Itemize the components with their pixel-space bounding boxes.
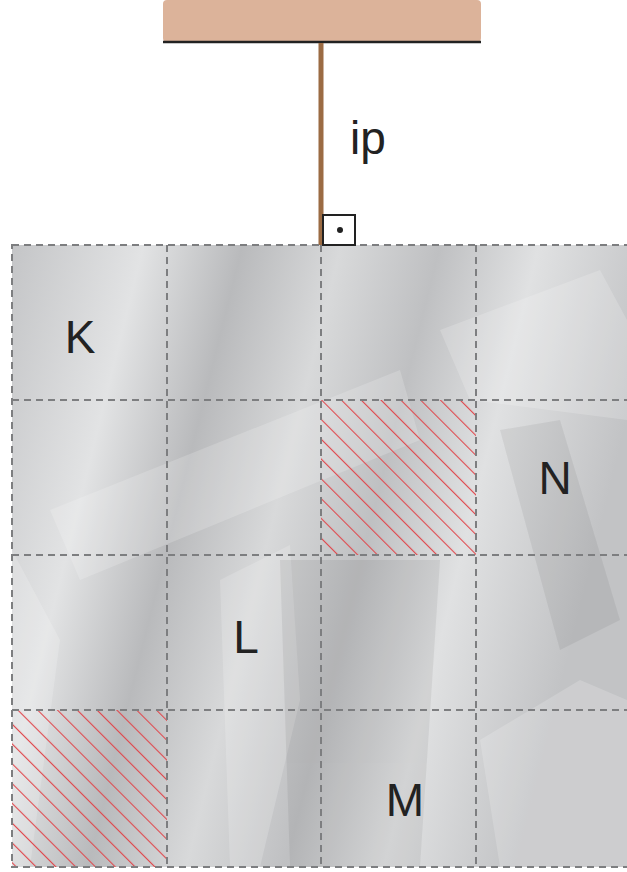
right-angle-dot [337, 227, 343, 233]
point-label: K [65, 314, 96, 360]
plate-shading [12, 270, 627, 867]
ceiling-edge [163, 41, 481, 44]
grid-lines [12, 245, 627, 867]
point-label: L [233, 614, 259, 660]
removed-square [321, 400, 476, 555]
removed-square [12, 710, 167, 867]
ceiling [163, 0, 481, 42]
square-plate [12, 245, 627, 867]
point-label: N [538, 455, 571, 501]
rope-label: ip [350, 115, 386, 161]
right-angle-mark [323, 215, 355, 245]
point-label: M [386, 777, 424, 823]
